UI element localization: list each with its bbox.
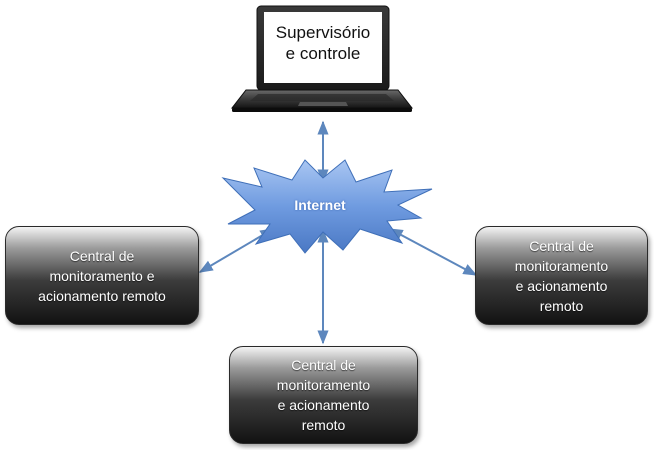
node-label-line: Central de <box>69 247 135 264</box>
node-label-line: e acionamento <box>515 277 608 294</box>
node-label-line: Central de <box>291 357 356 373</box>
laptop-label-line: e controle <box>285 44 361 63</box>
laptop-screen-label: Supervisório e controle <box>262 22 384 64</box>
node-label-line: monitoramento <box>514 257 609 274</box>
node-label-line: acionamento remoto <box>38 287 166 304</box>
connector-internet-right <box>388 228 478 276</box>
node-label-line: monitoramento e <box>49 267 155 284</box>
starburst-cloud-icon <box>221 159 433 254</box>
connector-internet-left <box>198 228 275 273</box>
node-label-line: monitoramento <box>276 377 371 393</box>
central-node-bottom: Central de monitoramento e acionamento r… <box>229 346 418 444</box>
node-label-line: Central de <box>529 237 594 254</box>
node-label-line: e acionamento <box>277 397 370 413</box>
internet-label: Internet <box>294 197 346 213</box>
central-node-left: Central de monitoramento e acionamento r… <box>5 226 199 325</box>
laptop-icon <box>230 5 414 112</box>
laptop-label-line: Supervisório <box>275 23 371 42</box>
central-node-right: Central de monitoramento e acionamento r… <box>475 226 648 325</box>
node-label-line: remoto <box>301 417 346 433</box>
node-label-line: remoto <box>539 297 584 314</box>
